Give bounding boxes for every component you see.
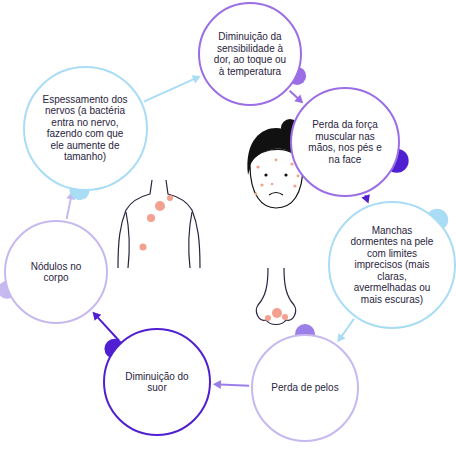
node-text-wrap: Espessamento dos nervos (a bactéria entr… — [39, 94, 131, 163]
cycle-arrow — [290, 91, 304, 104]
circle-node: Perda de pelos — [251, 334, 359, 442]
node-text-wrap: Diminuição do suor — [117, 371, 197, 394]
cycle-arrow — [144, 75, 201, 101]
node-text-wrap: Perda de pelos — [265, 382, 345, 394]
arrow-head — [337, 333, 345, 342]
arrow-line — [220, 385, 249, 386]
arrow-line — [144, 79, 194, 102]
circle-node: Diminuição da sensibilidade à dor, ao to… — [198, 2, 302, 106]
torso-illustration — [118, 180, 200, 268]
node-label: Manchas dormentes na pele com limites im… — [349, 225, 435, 306]
node-text-wrap: Manchas dormentes na pele com limites im… — [349, 225, 435, 306]
cycle-arrow — [93, 312, 120, 341]
node-label: Perda de pelos — [265, 382, 345, 394]
cycle-arrow — [337, 319, 354, 342]
node-label: Nódulos no corpo — [18, 261, 95, 284]
circle-node: Nódulos no corpo — [4, 220, 108, 324]
arrow-line — [290, 91, 298, 99]
arrow-line — [97, 317, 119, 341]
arrow-line — [341, 319, 354, 337]
nose-illustration — [256, 268, 295, 325]
circle-node: Perda da força muscular nas mãos, nos pé… — [290, 87, 400, 197]
node-text-wrap: Diminuição da sensibilidade à dor, ao to… — [212, 31, 289, 77]
arrow-head — [93, 312, 102, 321]
node-text-wrap: Nódulos no corpo — [18, 261, 95, 284]
node-text-wrap: Perda da força muscular nas mãos, nos pé… — [305, 119, 386, 165]
circle-node: Manchas dormentes na pele com limites im… — [328, 201, 456, 329]
circle-node: Espessamento dos nervos (a bactéria entr… — [23, 66, 148, 191]
cycle-arrow — [361, 194, 369, 203]
arrow-head — [192, 75, 201, 83]
arrow-head — [361, 194, 369, 203]
arrow-line — [67, 198, 71, 219]
node-label: Perda da força muscular nas mãos, nos pé… — [305, 119, 386, 165]
node-label: Diminuição da sensibilidade à dor, ao to… — [212, 31, 289, 77]
node-label: Diminuição do suor — [117, 371, 197, 394]
arrow-head — [213, 380, 221, 389]
node-label: Espessamento dos nervos (a bactéria entr… — [39, 94, 131, 163]
arrow-head — [294, 95, 303, 104]
circle-node: Diminuição do suor — [103, 328, 211, 436]
nodule-spots — [140, 195, 174, 251]
cycle-arrow — [213, 380, 249, 389]
